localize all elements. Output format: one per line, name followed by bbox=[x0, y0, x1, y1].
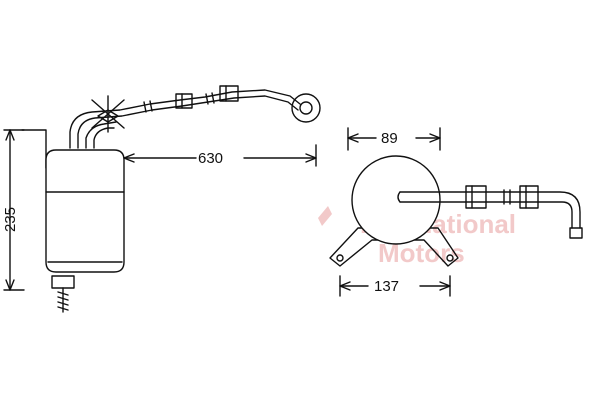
mount-bracket bbox=[21, 129, 47, 169]
drier-cylinder bbox=[45, 149, 125, 273]
length-label: 630 bbox=[198, 150, 223, 167]
top-fitting-2 bbox=[519, 185, 539, 209]
outlet-pipe bbox=[69, 89, 301, 149]
bottom-plug bbox=[51, 275, 75, 289]
height-label: 235 bbox=[2, 207, 19, 232]
top-width-label: 89 bbox=[381, 130, 398, 147]
pipe-fitting-2 bbox=[219, 85, 239, 102]
pipe-end-flange bbox=[291, 93, 321, 123]
switch-sensor bbox=[91, 95, 125, 133]
height-dimension bbox=[3, 129, 25, 291]
top-fitting-1 bbox=[465, 185, 487, 209]
side-view bbox=[21, 85, 321, 313]
top-pipe-end bbox=[569, 227, 583, 239]
drier-top-circle bbox=[351, 155, 441, 245]
top-view bbox=[329, 155, 583, 267]
pipe-fitting-1 bbox=[175, 93, 193, 109]
top-outlet-pipe bbox=[399, 191, 581, 229]
length-dimension bbox=[123, 144, 317, 167]
bracket-width-label: 137 bbox=[374, 278, 399, 295]
top-width-dimension bbox=[347, 127, 441, 151]
bracket-width-dimension bbox=[339, 275, 451, 297]
